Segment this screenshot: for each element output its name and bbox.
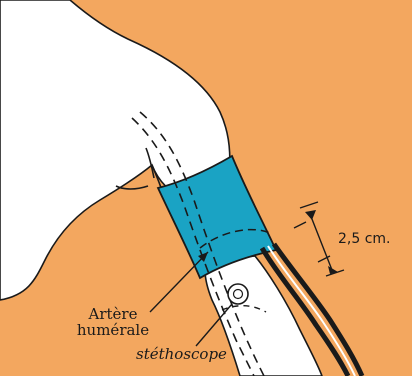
measurement-label: 2,5 cm. — [338, 231, 391, 247]
artery-label: Artère humérale — [70, 306, 156, 338]
stethoscope-label: stéthoscope — [136, 346, 227, 362]
artery-label-line1: Artère — [70, 306, 156, 322]
stethoscope-head-icon — [228, 284, 248, 304]
artery-label-line2: humérale — [70, 322, 156, 338]
